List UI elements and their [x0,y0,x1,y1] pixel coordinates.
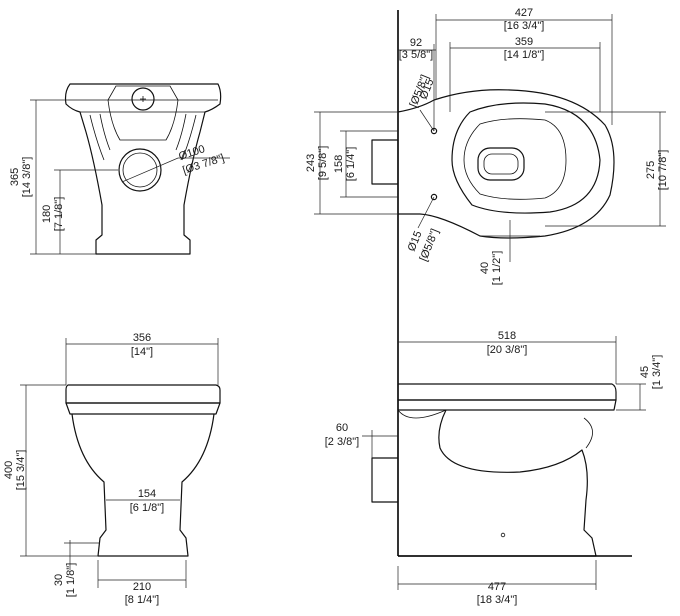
side-width-mm: 356 [133,332,151,344]
side-width-inch: [14"] [131,346,153,358]
front-view-outline [64,83,222,255]
side-base-mm: 210 [133,581,151,593]
top-view-outlet [477,147,525,181]
dim-line-side-base [97,560,187,588]
dim-line-side-height [20,384,98,557]
top-inner-inch: [6 1/4"] [345,147,357,181]
side-foot-inch: [1 1/8"] [65,563,77,597]
side-height-inch: [15 3/4"] [15,450,27,491]
elevation-body [398,409,597,557]
dim-line-top-width [545,111,666,227]
top-outer-mm: 243 [305,154,317,172]
front-view-outlet-leader [121,157,230,183]
dim-line-front-outlet [54,169,118,254]
dim-line-elev-length [398,336,617,384]
top-inner-mm: 158 [333,155,345,173]
top-hole-offset-mm: 92 [410,37,422,49]
elev-length-inch: [20 3/8"] [487,344,528,356]
top-outer-inch: [9 5/8"] [317,146,329,180]
dim-line-top-length [435,14,613,125]
side-view-labels: 356 [14"] 400 [15 3/4"] 154 [6 1/8"] 30 … [3,332,164,606]
dim-line-side-foot [64,540,100,570]
dim-line-elev-base [397,560,597,590]
side-neck-mm: 154 [138,488,156,500]
elevation-labels: 518 [20 3/8"] 45 [1 3/4"] 60 [2 3/8"] 47… [325,330,663,606]
top-view-wall-box [371,139,399,185]
top-bowl-mm: 359 [515,36,533,48]
front-view-outlet-inner [122,152,158,188]
elevation-trap-line [583,417,593,449]
dim-line-top-bowl [449,42,601,112]
top-view-labels: 427 [16 3/4"] 359 [14 1/8"] 92 [3 5/8"] … [305,7,669,285]
front-outlet-height-mm: 180 [41,205,53,223]
top-width-inch: [10 7/8"] [657,150,669,191]
elevation-bowl-curve [397,409,447,419]
top-bowl-inch: [14 1/8"] [504,49,545,61]
top-view-fix-hole-bottom [430,193,438,201]
front-view-flush-cross [140,96,146,102]
top-rim-inch: [1 1/2"] [491,251,503,285]
elev-offset-mm: 60 [336,422,348,434]
dim-line-top-inner [340,130,398,198]
top-length-mm: 427 [515,7,533,19]
elevation-view [362,336,646,590]
elev-base-mm: 477 [488,581,506,593]
elevation-drain-mark [500,532,506,538]
front-view [30,83,230,255]
front-view-bowl-flutes [89,113,197,161]
elev-base-inch: [18 3/4"] [477,594,518,606]
front-height-inch: [14 3/8"] [21,157,33,198]
side-neck-inch: [6 1/8"] [130,502,164,514]
top-length-inch: [16 3/4"] [504,20,545,32]
side-view-rim [65,402,221,415]
top-width-mm: 275 [645,161,657,179]
elev-rim-inch: [1 3/4"] [651,355,663,389]
front-view-outlet-outer [118,148,162,192]
front-view-flush-hole [131,87,155,111]
dim-line-top-rim [480,220,540,262]
top-view-outlet-inner [483,153,519,175]
top-view-inner-bowl [463,118,567,200]
side-view-seat [65,384,221,404]
elev-offset-inch: [2 3/8"] [325,436,359,448]
leader-hole-top [419,109,435,132]
front-height-mm: 365 [9,168,21,186]
front-outlet-height-inch: [7 1/8"] [53,197,65,231]
dim-line-top-hole-offset [398,44,436,131]
top-view-bowl [451,102,601,214]
leader-hole-bottom [417,196,435,229]
dim-line-side-width [65,338,219,385]
dim-line-elev-offset [362,430,398,458]
side-base-inch: [8 1/4"] [125,594,159,606]
side-view-body [71,413,215,557]
dim-line-top-outer [314,111,398,215]
elevation-seat [397,383,617,401]
top-rim-mm: 40 [479,262,491,274]
dim-line-elev-rim [616,383,646,411]
dim-line-front-height [30,99,96,255]
elev-length-mm: 518 [498,330,516,342]
top-view [314,14,666,262]
elevation-rim [397,399,617,411]
front-view-flush-housing [107,85,179,141]
front-view-labels: 365 [14 3/8"] 180 [7 1/8"] Ø100 [Ø3 7/8"… [9,143,226,231]
top-hole-offset-inch: [3 5/8"] [399,49,433,61]
side-foot-mm: 30 [53,574,65,586]
elevation-wall-box [371,457,399,503]
side-height-mm: 400 [3,461,15,479]
elev-rim-mm: 45 [639,366,651,378]
side-view [20,338,221,588]
